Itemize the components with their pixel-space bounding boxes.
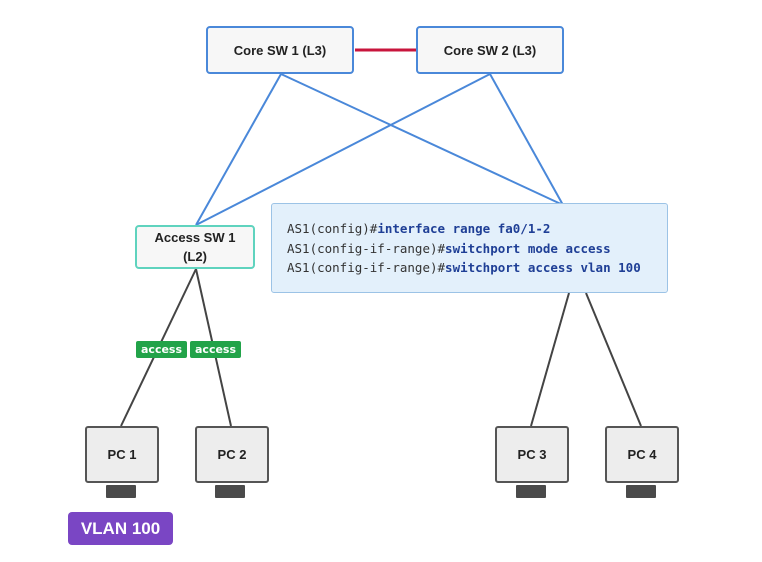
cli-command: switchport mode access <box>445 240 611 256</box>
access-switch-1-layer: (L2) <box>183 249 207 264</box>
pc-2-stand-icon <box>215 485 245 498</box>
cli-line-3: AS1(config-if-range)#switchport access v… <box>287 258 667 278</box>
uplink-core2-access2 <box>489 73 564 206</box>
access-port-badge-pc1: access <box>136 341 188 358</box>
link-access2-pc3 <box>530 292 570 427</box>
pc-3[interactable]: PC 3 <box>495 426 569 483</box>
pc-1-label: PC 1 <box>107 447 137 462</box>
core-switch-1-label: Core SW 1 (L3) <box>233 42 327 58</box>
core-switch-2-label: Core SW 2 (L3) <box>443 42 537 58</box>
uplink-core1-access2 <box>280 73 564 206</box>
pc-4-label: PC 4 <box>627 447 657 462</box>
cli-line-2: AS1(config-if-range)#switchport mode acc… <box>287 239 667 259</box>
pc-4[interactable]: PC 4 <box>605 426 679 483</box>
core-switch-2[interactable]: Core SW 2 (L3) <box>416 26 564 74</box>
access-switch-1[interactable]: Access SW 1 (L2) <box>135 225 255 269</box>
uplink-core1-access1 <box>195 73 282 226</box>
cli-line-1: AS1(config)#interface range fa0/1-2 <box>287 219 667 239</box>
uplink-core2-access1 <box>195 73 491 226</box>
pc-1-stand-icon <box>106 485 136 498</box>
pc-2[interactable]: PC 2 <box>195 426 269 483</box>
cli-command: interface range fa0/1-2 <box>377 221 551 236</box>
vlan-badge: VLAN 100 <box>68 512 173 545</box>
cli-prompt: AS1(config-if-range)# <box>287 240 446 256</box>
cli-prompt: AS1(config)# <box>287 221 378 236</box>
pc-1[interactable]: PC 1 <box>85 426 159 483</box>
link-access2-pc4 <box>585 292 642 427</box>
cli-config-box: AS1(config)#interface range fa0/1-2 AS1(… <box>271 203 668 293</box>
cli-command: switchport access vlan 100 <box>445 260 641 275</box>
pc-3-label: PC 3 <box>517 447 547 462</box>
pc-4-stand-icon <box>626 485 656 498</box>
cli-prompt: AS1(config-if-range)# <box>287 260 446 275</box>
core-switch-1[interactable]: Core SW 1 (L3) <box>206 26 354 74</box>
access-switch-1-label: Access SW 1 <box>154 230 236 245</box>
pc-2-label: PC 2 <box>217 447 247 462</box>
pc-3-stand-icon <box>516 485 546 498</box>
access-port-badge-pc2: access <box>190 341 242 358</box>
